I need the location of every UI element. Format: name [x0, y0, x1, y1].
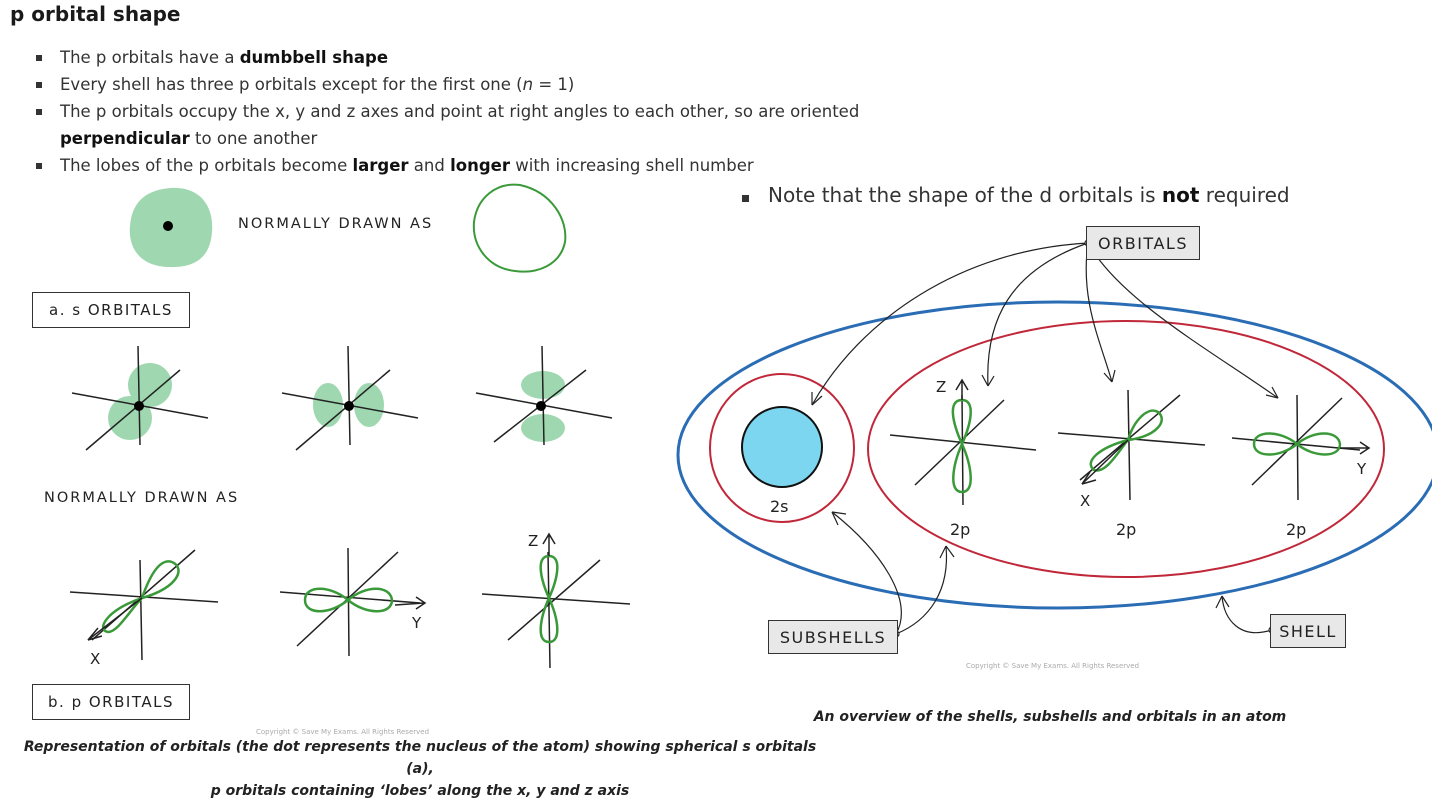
caption-line: Representation of orbitals (the dot repr…: [23, 739, 817, 777]
bullet-text: = 1): [533, 75, 575, 94]
tag-subshells: SUBSHELLS: [768, 620, 898, 654]
tag-shell: SHELL: [1270, 614, 1346, 648]
subshells-pointer-arrows: [831, 511, 955, 638]
axis-label-z: Z: [528, 532, 538, 550]
label-2s: 2s: [770, 497, 789, 516]
copyright-right: Copyright © Save My Exams. All Rights Re…: [966, 662, 1140, 670]
p-orbital-outline-z: [481, 532, 631, 669]
note-text: Note that the shape of the d orbitals is…: [740, 183, 1290, 207]
orbital-2p-y: [1231, 394, 1371, 501]
axis-label-y: Y: [1356, 460, 1367, 478]
s-orbital-outline: [472, 183, 567, 273]
p-orbital-outline-y: [279, 547, 427, 657]
label-2p: 2p: [1116, 520, 1136, 539]
page-title: p orbital shape: [10, 2, 181, 26]
axis-label-z: Z: [936, 378, 946, 396]
axis-label-x: X: [90, 650, 100, 668]
label-2p: 2p: [950, 520, 970, 539]
shell-pointer-arrow: [1215, 595, 1276, 634]
bullet-bold: perpendicular: [60, 129, 190, 148]
bullet-item: The p orbitals have a dumbbell shape: [34, 44, 894, 71]
bullet-bold: longer: [450, 156, 510, 175]
right-figure-caption: An overview of the shells, subshells and…: [813, 709, 1287, 725]
note-part: required: [1199, 183, 1290, 207]
orbital-2s: [741, 406, 823, 488]
axis-label-x: X: [1080, 492, 1090, 510]
label-2p: 2p: [1286, 520, 1306, 539]
orbital-2p-z: [889, 378, 1037, 506]
bullet-italic: n: [522, 75, 534, 94]
bullet-text: to one another: [189, 129, 318, 148]
orbital-diagram-left: X Y Z: [69, 183, 631, 669]
bullet-text: The p orbitals occupy the x, y and z axe…: [60, 102, 860, 121]
normally-drawn-as-label: NORMALLY DRAWN AS: [238, 216, 434, 232]
p-orbital-filled-y: [281, 345, 419, 451]
subshell-2s: [709, 373, 855, 523]
shell-ellipse: [676, 300, 1432, 610]
bullet-text: with increasing shell number: [510, 156, 754, 175]
p-orbital-filled-x: [475, 345, 613, 446]
bullet-text: The p orbitals have a: [60, 48, 240, 67]
normally-drawn-as-label: NORMALLY DRAWN AS: [44, 490, 240, 506]
note-bold: not: [1161, 183, 1200, 207]
p-orbital-filled-z: [71, 345, 209, 451]
axis-label-y: Y: [411, 614, 422, 632]
bullet-item: The lobes of the p orbitals become large…: [34, 152, 894, 179]
bullet-bold: dumbbell shape: [239, 48, 389, 67]
bullet-text: The lobes of the p orbitals become: [60, 156, 353, 175]
copyright-left: Copyright © Save My Exams. All Rights Re…: [256, 728, 430, 736]
p-orbital-outline-x: [69, 549, 219, 661]
tag-orbitals: ORBITALS: [1086, 226, 1200, 260]
orbitals-pointer-arrows: [811, 242, 1279, 406]
bullet-list: The p orbitals have a dumbbell shape Eve…: [34, 44, 894, 179]
note-part: Note that the shape of the d orbitals is: [768, 183, 1162, 207]
s-orbitals-label: a. s ORBITALS: [32, 292, 190, 328]
orbital-2p-x: [1057, 389, 1206, 501]
nucleus-dot: [163, 221, 173, 231]
bullet-item: The p orbitals occupy the x, y and z axe…: [34, 98, 894, 152]
subshell-2p: [867, 320, 1385, 578]
p-orbitals-label: b. p ORBITALS: [32, 684, 190, 720]
bullet-text: and: [408, 156, 451, 175]
bullet-text: Every shell has three p orbitals except …: [60, 75, 523, 94]
atom-structure-diagram: Z X Y 2s 2p 2p 2p: [676, 239, 1432, 638]
bullet-item: Every shell has three p orbitals except …: [34, 71, 894, 98]
bullet-bold: larger: [352, 156, 409, 175]
